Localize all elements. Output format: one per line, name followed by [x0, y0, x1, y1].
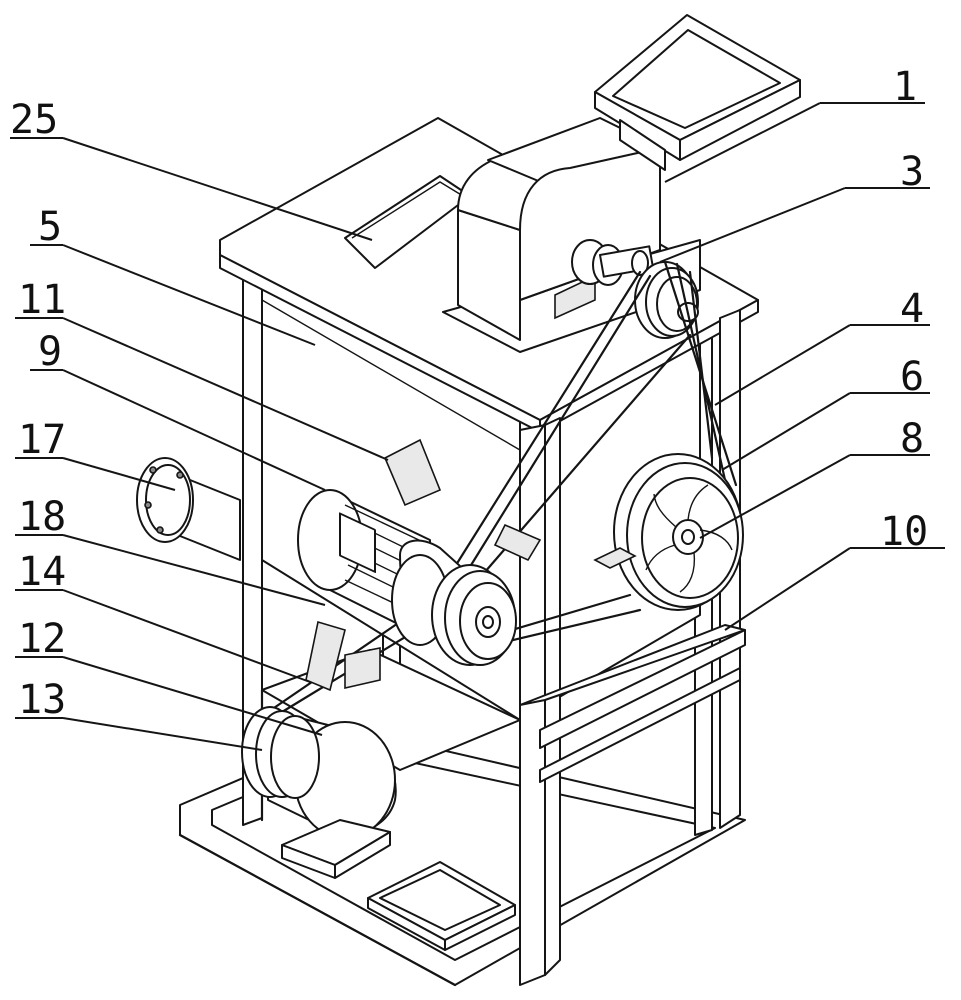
crusher-bearing	[554, 239, 655, 320]
motor-13	[241, 706, 397, 879]
label-18: 18	[18, 494, 66, 540]
belts	[266, 260, 738, 714]
label-17: 17	[18, 417, 66, 463]
label-25: 25	[10, 97, 58, 143]
big-pulley	[593, 453, 744, 611]
label-11: 11	[18, 277, 66, 323]
crusher-pulley	[634, 261, 699, 339]
label-13: 13	[18, 677, 66, 723]
label-14: 14	[18, 549, 66, 595]
labels: 1 3 4 6 8 10 25 5 11 9 17 18 14 12 13	[10, 64, 945, 723]
collection-tray	[367, 861, 516, 951]
hopper	[594, 14, 801, 171]
outlet-pipe	[136, 457, 241, 561]
leader-lines	[62, 102, 851, 751]
label-5: 5	[38, 204, 62, 250]
label-12: 12	[18, 616, 66, 662]
label-9: 9	[38, 329, 62, 375]
motor-9-pulley	[431, 564, 517, 666]
shelf-10	[519, 624, 746, 783]
motor-supports	[305, 438, 542, 692]
